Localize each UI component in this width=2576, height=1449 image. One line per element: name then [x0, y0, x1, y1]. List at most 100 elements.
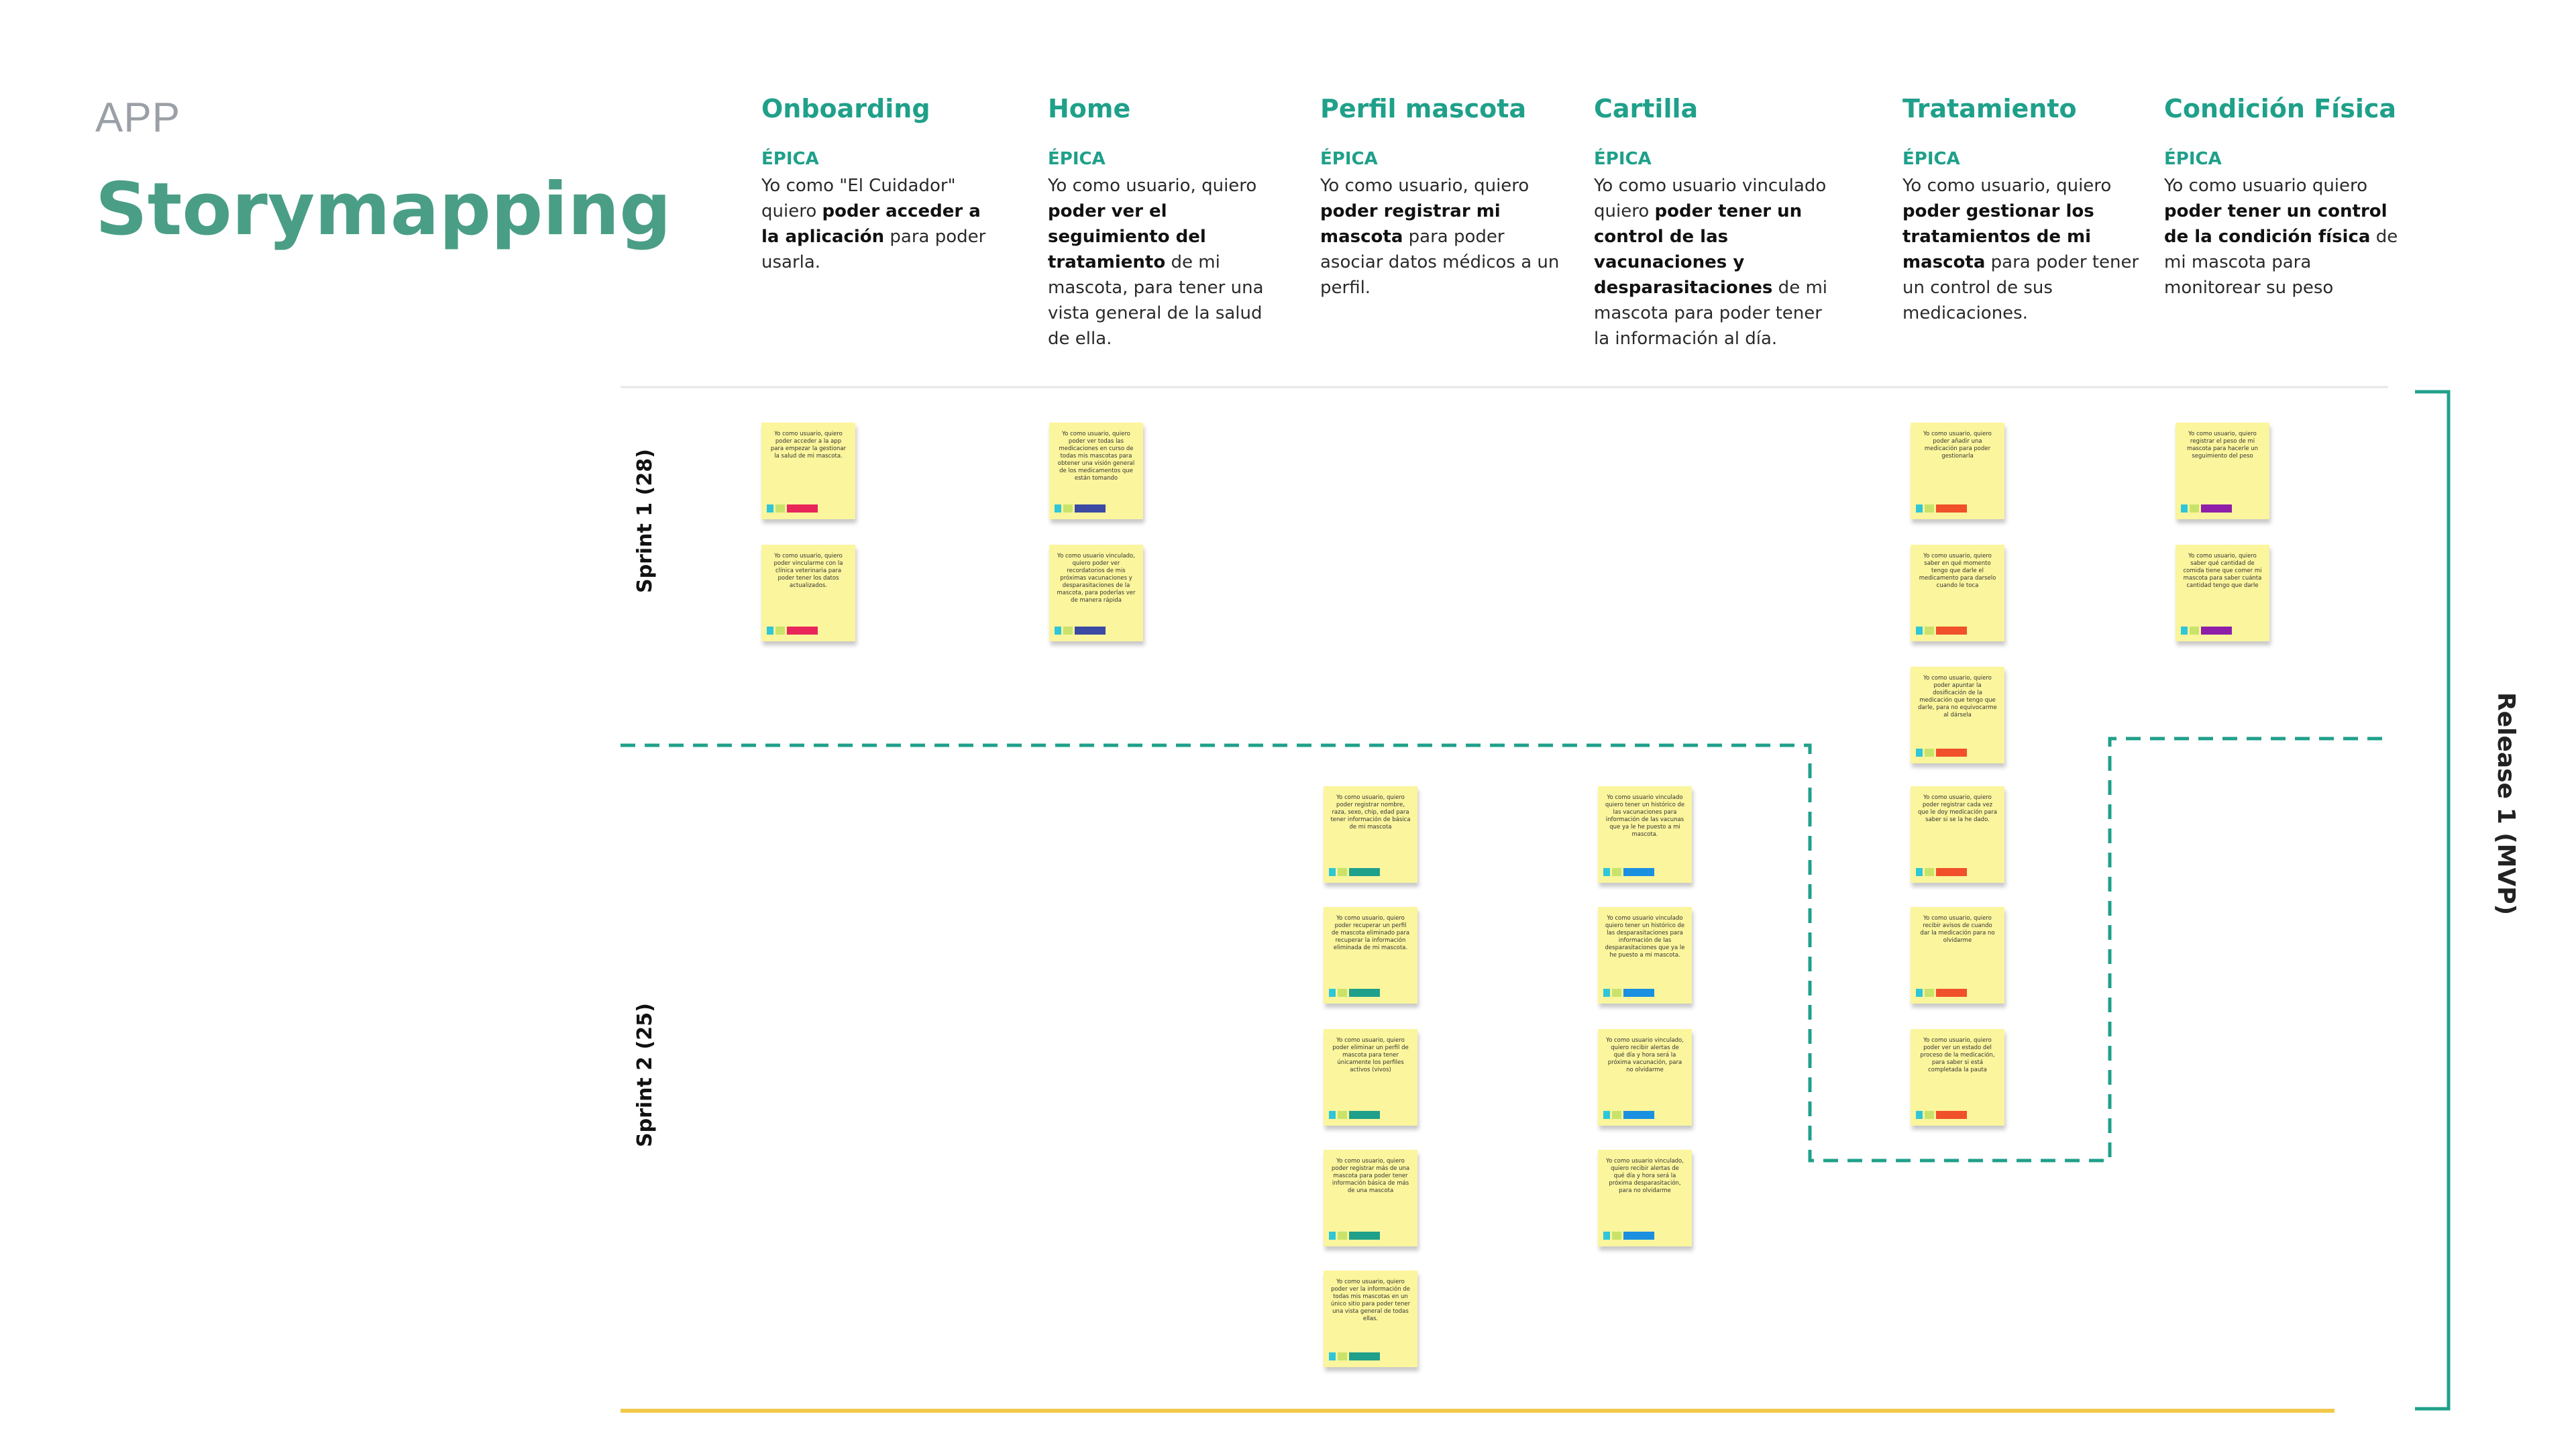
note-tags [1916, 749, 1967, 757]
note-tags [1916, 868, 1967, 876]
tag-chip [1916, 989, 1923, 997]
epic-title: Condición Física [2164, 94, 2397, 123]
tag-chip [1925, 749, 1934, 757]
user-story-note[interactable]: Yo como usuario vinculado, quiero recibi… [1598, 1150, 1692, 1246]
tag-chip [1916, 749, 1923, 757]
tag-chip [1338, 989, 1347, 997]
tag-chip [1603, 868, 1610, 876]
user-story-text: Yo como usuario, quiero poder vincularme… [773, 553, 843, 589]
user-story-note[interactable]: Yo como usuario, quiero poder recuperar … [1324, 907, 1417, 1004]
note-tags [1055, 504, 1106, 513]
user-story-note[interactable]: Yo como usuario, quiero poder ver la inf… [1324, 1271, 1417, 1367]
tag-chip [1612, 868, 1621, 876]
user-story-text: Yo como usuario vinculado, quiero poder … [1057, 553, 1136, 604]
tag-chip [1338, 868, 1347, 876]
epic-color-tag [1349, 1111, 1380, 1119]
tag-chip [1329, 1352, 1336, 1360]
epic-title: Onboarding [761, 94, 930, 123]
user-story-text: Yo como usuario, quiero poder ver un est… [1920, 1037, 1995, 1073]
user-story-text: Yo como usuario vinculado, quiero recibi… [1606, 1158, 1684, 1194]
epic-color-tag [1349, 989, 1380, 997]
user-story-note[interactable]: Yo como usuario, quiero registrar el pes… [2176, 423, 2269, 519]
tag-chip [767, 627, 773, 635]
user-story-note[interactable]: Yo como usuario vinculado quiero tener u… [1598, 907, 1692, 1004]
user-story-note[interactable]: Yo como usuario vinculado, quiero recibi… [1598, 1029, 1692, 1126]
tag-chip [1329, 989, 1336, 997]
tag-chip [1925, 868, 1934, 876]
user-story-note[interactable]: Yo como usuario, quiero recibir avisos d… [1911, 907, 2004, 1004]
user-story-note[interactable]: Yo como usuario, quiero poder registrar … [1324, 1150, 1417, 1246]
note-tags [1329, 1232, 1380, 1240]
note-tags [1603, 1111, 1654, 1119]
tag-chip [767, 504, 773, 513]
epic-tag: ÉPICA [1902, 149, 1960, 169]
tag-chip [1063, 627, 1073, 635]
user-story-text: Yo como usuario, quiero saber qué cantid… [2183, 553, 2262, 589]
user-story-note[interactable]: Yo como usuario, quiero poder registrar … [1324, 786, 1417, 883]
tag-chip [775, 627, 785, 635]
release-bracket [2415, 390, 2451, 1411]
user-story-text: Yo como usuario, quiero poder recuperar … [1331, 915, 1410, 951]
tag-chip [1925, 1111, 1934, 1119]
user-story-text: Yo como usuario vinculado quiero tener u… [1605, 915, 1685, 959]
user-story-note[interactable]: Yo como usuario, quiero poder apuntar la… [1911, 667, 2004, 763]
tag-chip [1329, 868, 1336, 876]
tag-chip [1925, 989, 1934, 997]
note-tags [2181, 504, 2232, 513]
user-story-note[interactable]: Yo como usuario, quiero saber qué cantid… [2176, 545, 2269, 641]
tag-chip [2190, 504, 2199, 513]
epic-tag: ÉPICA [1048, 149, 1106, 169]
epic-color-tag [1623, 989, 1654, 997]
epic-color-tag [1936, 749, 1967, 757]
user-story-note[interactable]: Yo como usuario vinculado quiero tener u… [1598, 786, 1692, 883]
epic-color-tag [787, 504, 818, 513]
user-story-note[interactable]: Yo como usuario, quiero poder vincularme… [761, 545, 855, 641]
user-story-note[interactable]: Yo como usuario, quiero poder registrar … [1911, 786, 2004, 883]
epic-color-tag [787, 627, 818, 635]
note-tags [1603, 989, 1654, 997]
note-tags [1916, 1111, 1967, 1119]
user-story-note[interactable]: Yo como usuario, quiero poder acceder a … [761, 423, 855, 519]
epic-tag: ÉPICA [1320, 149, 1378, 169]
page-title: Storymapping [95, 168, 672, 252]
tag-chip [2181, 627, 2188, 635]
tag-chip [1055, 504, 1061, 513]
epic-description: Yo como usuario vinculado quiero poder t… [1594, 176, 1828, 349]
epic-color-tag [1623, 1111, 1654, 1119]
note-tags [1329, 868, 1380, 876]
user-story-note[interactable]: Yo como usuario, quiero poder eliminar u… [1324, 1029, 1417, 1126]
tag-chip [2181, 504, 2188, 513]
user-story-note[interactable]: Yo como usuario, quiero poder ver un est… [1911, 1029, 2004, 1126]
epic-tag: ÉPICA [1594, 149, 1652, 169]
tag-chip [1338, 1352, 1347, 1360]
user-story-note[interactable]: Yo como usuario, quiero saber en qué mom… [1911, 545, 2004, 641]
epic-tag: ÉPICA [761, 149, 819, 169]
app-label: APP [95, 95, 181, 141]
epic-color-tag [1623, 1232, 1654, 1240]
epic-color-tag [1349, 1232, 1380, 1240]
user-story-note[interactable]: Yo como usuario, quiero poder añadir una… [1911, 423, 2004, 519]
user-story-note[interactable]: Yo como usuario, quiero poder ver todas … [1049, 423, 1143, 519]
note-tags [1916, 989, 1967, 997]
epic-description: Yo como "El Cuidador" quiero poder acced… [761, 176, 986, 272]
tag-chip [1916, 868, 1923, 876]
note-tags [1329, 1352, 1380, 1360]
tag-chip [1612, 1232, 1621, 1240]
user-story-text: Yo como usuario vinculado quiero tener u… [1605, 794, 1685, 838]
user-story-text: Yo como usuario, quiero poder acceder a … [770, 431, 847, 460]
tag-chip [1329, 1232, 1336, 1240]
epic-color-tag [1936, 868, 1967, 876]
note-tags [1603, 1232, 1654, 1240]
epic-color-tag [1936, 627, 1967, 635]
user-story-text: Yo como usuario, quiero poder ver todas … [1057, 431, 1135, 482]
tag-chip [1916, 504, 1923, 513]
note-tags [767, 504, 818, 513]
note-tags [1603, 868, 1654, 876]
user-story-note[interactable]: Yo como usuario vinculado, quiero poder … [1049, 545, 1143, 641]
user-story-text: Yo como usuario, quiero poder registrar … [1330, 794, 1411, 830]
epic-description: Yo como usuario quiero poder tener un co… [2164, 176, 2398, 298]
